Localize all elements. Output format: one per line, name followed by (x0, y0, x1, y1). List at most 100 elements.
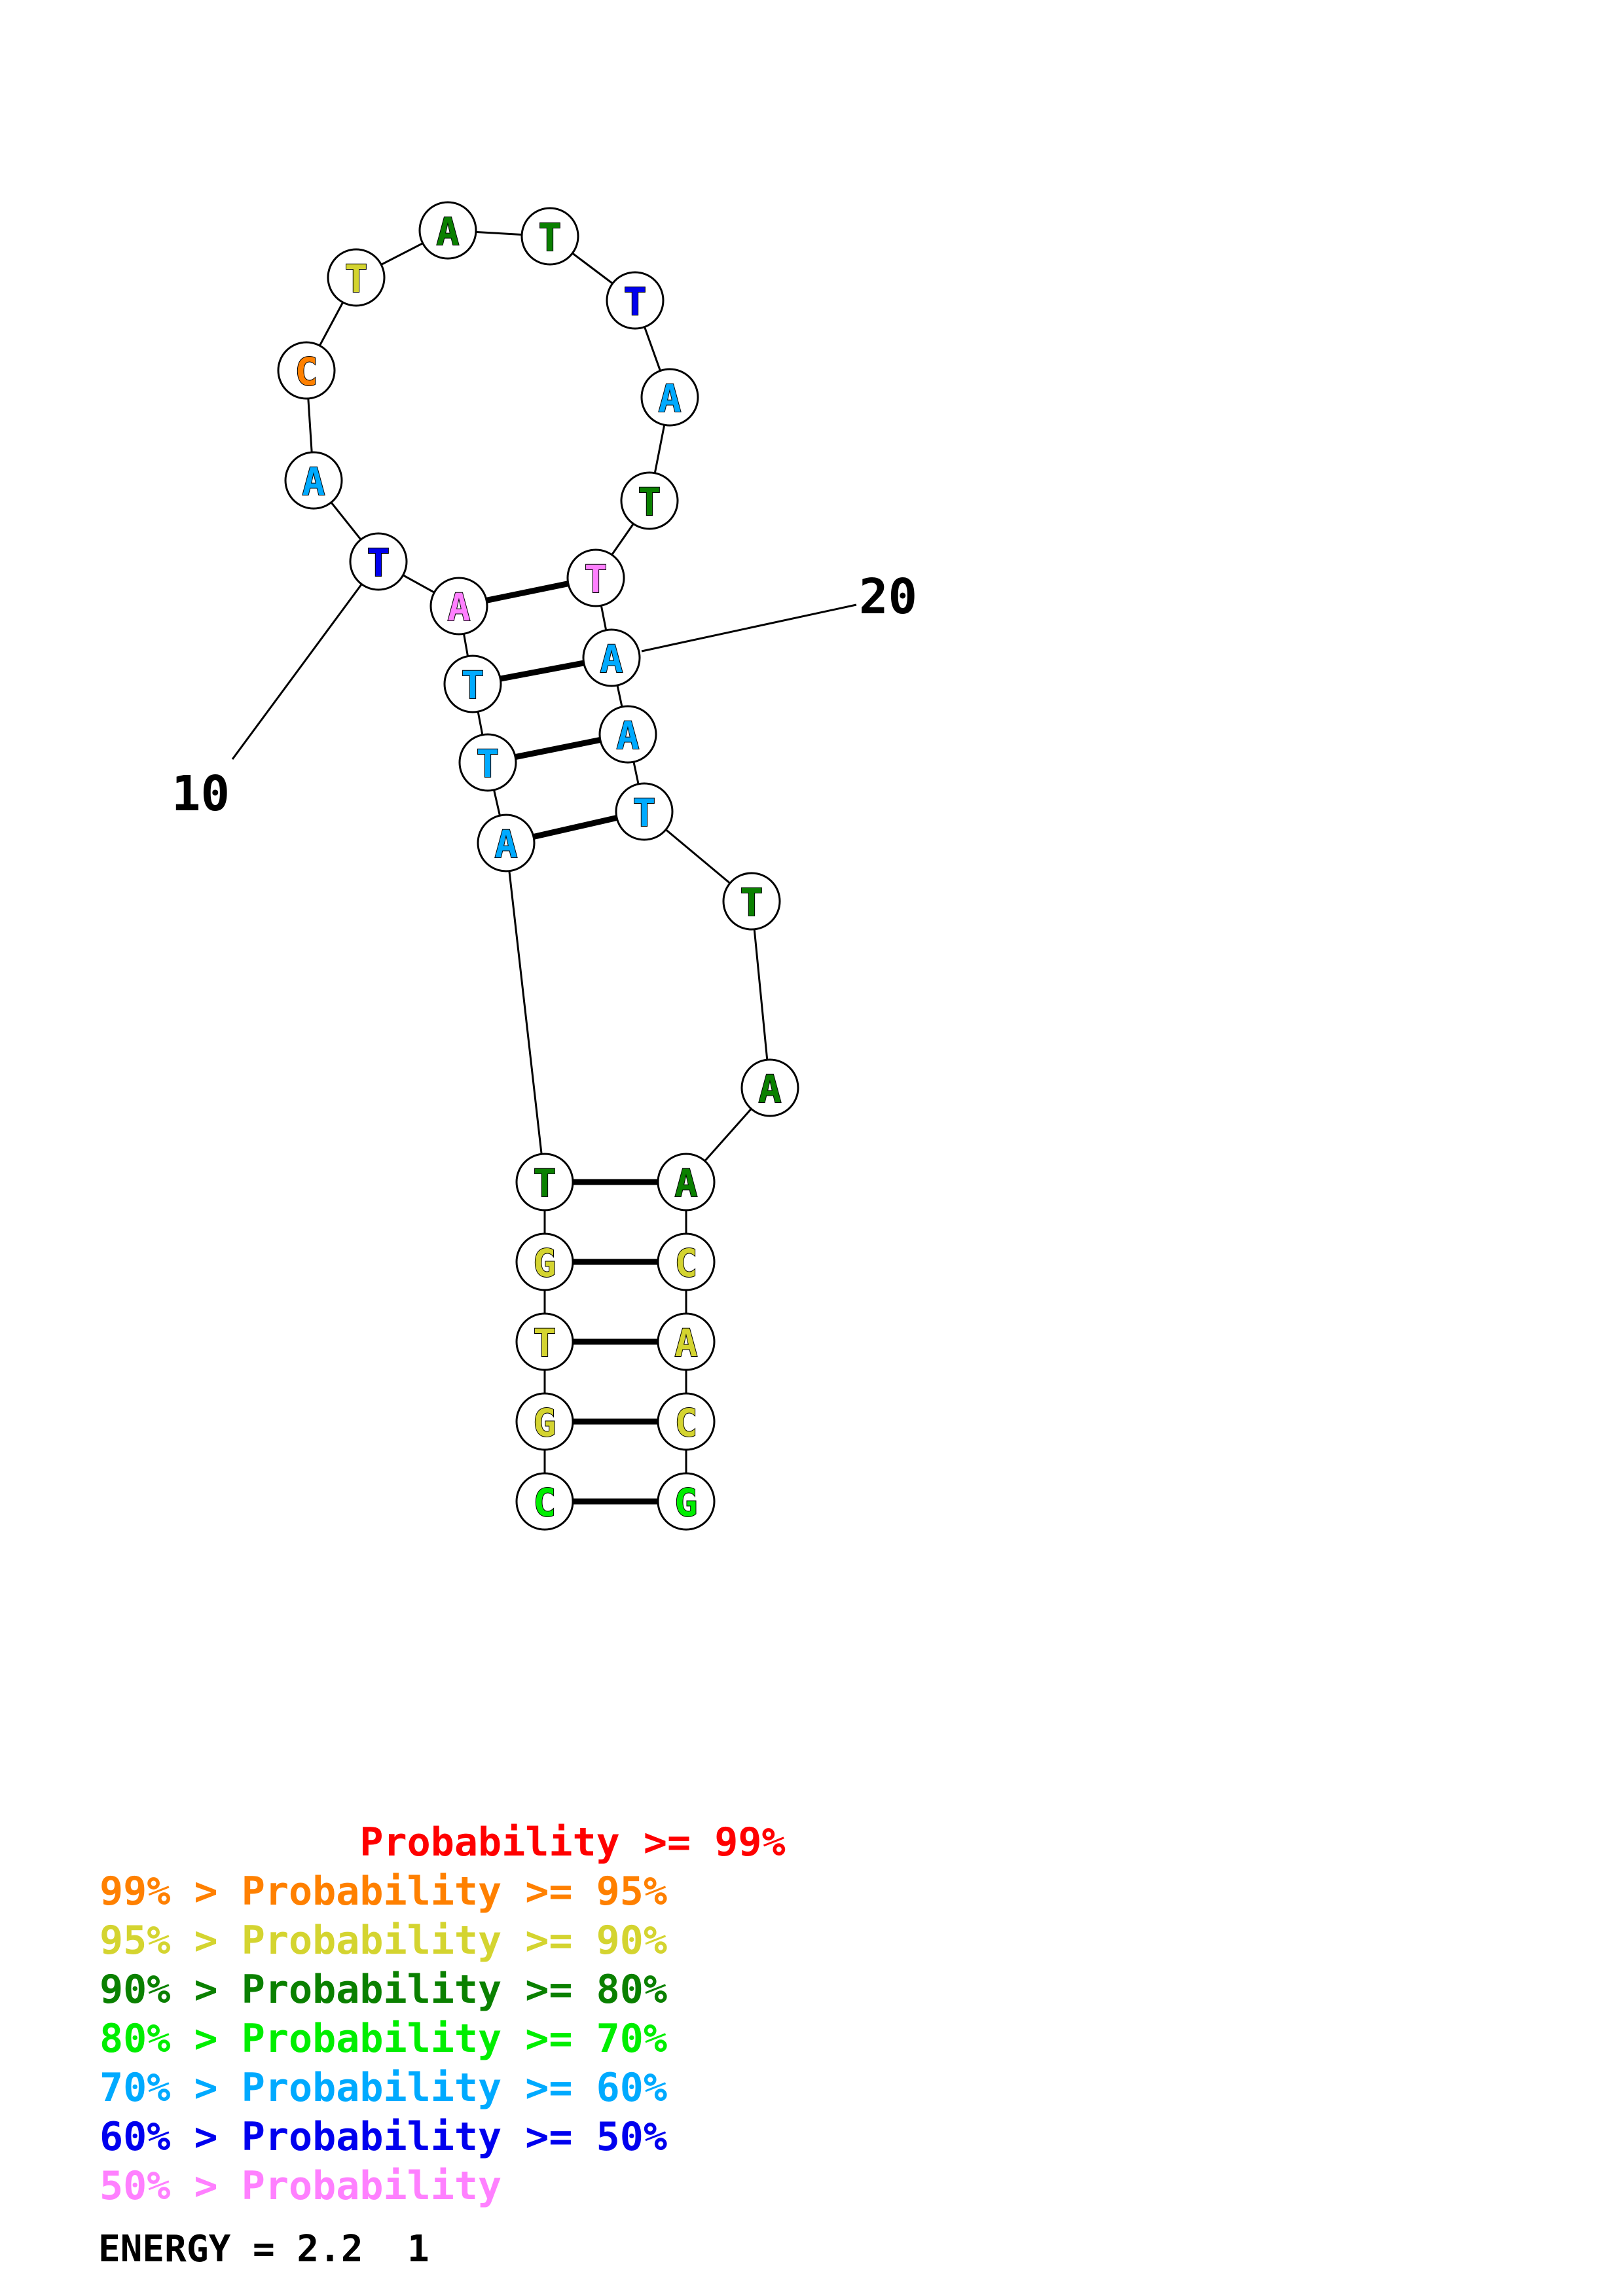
nucleotide-letter: A (617, 713, 640, 758)
nucleotide: A (598, 705, 657, 764)
position-marker-line (641, 603, 857, 653)
legend-line-p70: 80% > Probability >= 70% (100, 2016, 667, 2062)
nucleotide-circle (582, 628, 641, 687)
probability-legend: Probability >= 99% 99% > Probability >= … (100, 1820, 903, 2209)
legend-line-p80: 90% > Probability >= 80% (100, 1967, 667, 2013)
nucleotide-letter: G (675, 1480, 698, 1525)
nucleotide: C (657, 1232, 716, 1291)
nucleotide-letter: T (585, 557, 608, 601)
nucleotide-letter: T (534, 1161, 556, 1206)
nucleotide-circle (515, 1232, 574, 1291)
nucleotide-letter: A (659, 376, 682, 421)
nucleotide: T (515, 1153, 574, 1211)
nucleotide-circle (477, 814, 536, 872)
nucleotide-letter: T (740, 880, 763, 925)
nucleotide: A (657, 1312, 716, 1371)
nucleotide: G (515, 1392, 574, 1451)
nucleotide-letter: C (295, 350, 318, 394)
nucleotide-circle (520, 207, 579, 266)
position-label: 10 (172, 766, 230, 822)
nucleotide-circle (657, 1472, 716, 1531)
nucleotide-circle (722, 872, 781, 931)
nucleotide-circle (515, 1472, 574, 1531)
base-pair-bond (515, 737, 601, 760)
nucleotide-letter: G (534, 1401, 556, 1445)
nucleotide-letter: T (345, 257, 368, 301)
position-label-layer: 10 20 (172, 569, 917, 822)
nucleotide: A (657, 1153, 716, 1211)
nucleotide-circle (657, 1232, 716, 1291)
base-pair-bond (532, 815, 618, 840)
nucleotide-circle (657, 1153, 716, 1211)
nucleotide-letter: C (675, 1401, 698, 1445)
nucleotide-circle (606, 271, 665, 330)
nucleotide-letter: A (302, 459, 325, 504)
legend-line-plow: 50% > Probability (100, 2163, 501, 2209)
nucleotide-letter: T (539, 215, 562, 260)
position-label: 20 (859, 569, 917, 625)
nucleotide-circle (620, 471, 679, 530)
legend-line-p99: Probability >= 99% (100, 1820, 903, 1865)
legend-line-p60: 70% > Probability >= 60% (100, 2065, 667, 2111)
backbone-link (505, 842, 546, 1183)
nucleotide: T (458, 733, 517, 792)
energy-readout: ENERGY = 2.2 1 (98, 2228, 429, 2270)
nucleotide: A (418, 201, 477, 260)
nucleotide-circle (418, 201, 477, 260)
nucleotide: A (284, 451, 343, 510)
nucleotide: T (520, 207, 579, 266)
nucleotide-circle (277, 341, 336, 400)
backbone-layer (305, 229, 771, 1501)
legend-line-p90: 95% > Probability >= 90% (100, 1918, 667, 1964)
nucleotide-letter: T (534, 1321, 556, 1365)
nucleotide-circle (640, 368, 699, 427)
nucleotide-circle (657, 1392, 716, 1451)
nucleotide-circle (615, 782, 674, 841)
nucleotide-letter: A (495, 822, 518, 867)
nucleotide-circle (598, 705, 657, 764)
nucleotide: T (722, 872, 781, 931)
nucleotide: A (740, 1058, 799, 1117)
nucleotide-letter: T (477, 742, 500, 786)
nucleotide-letter: A (437, 209, 460, 254)
position-marker-line (231, 584, 363, 760)
nucleotide-letter: T (462, 663, 484, 708)
backbone-link (750, 901, 771, 1088)
nucleotide: C (657, 1392, 716, 1451)
nucleotide-circle (515, 1153, 574, 1211)
nucleotide-circle (429, 577, 488, 636)
nucleotide-circle (327, 248, 386, 307)
nucleotide-letter: T (624, 279, 647, 324)
nucleotide-letter: A (675, 1321, 698, 1365)
nucleotide-circle (515, 1312, 574, 1371)
nucleotide-letter: A (600, 637, 623, 681)
nucleotide-circle (458, 733, 517, 792)
nucleotide: T (443, 655, 502, 713)
nucleotide-letter: T (633, 791, 656, 835)
base-pair-bond (500, 660, 585, 682)
nucleotide-circle (443, 655, 502, 713)
nucleotide-letter: T (367, 541, 390, 585)
nucleotide-circle (284, 451, 343, 510)
nucleotide-letter: A (675, 1161, 698, 1206)
nucleotide: A (429, 577, 488, 636)
nucleotide: T (515, 1312, 574, 1371)
nucleotide-circle (515, 1392, 574, 1451)
nucleotide: C (515, 1472, 574, 1531)
legend-line-p95: 99% > Probability >= 95% (100, 1869, 667, 1914)
nucleotide: G (657, 1472, 716, 1531)
nucleotide: A (640, 368, 699, 427)
legend-line-p50: 60% > Probability >= 50% (100, 2114, 667, 2160)
nucleotide: C (277, 341, 336, 400)
nucleotide-letter: C (534, 1480, 556, 1525)
nucleotide-circle (740, 1058, 799, 1117)
base-pair-layer (486, 581, 658, 1505)
nucleotide-letter: A (759, 1067, 782, 1111)
nucleotide: T (620, 471, 679, 530)
nucleotide: T (327, 248, 386, 307)
nucleotide-letter: G (534, 1241, 556, 1285)
nucleotide: T (606, 271, 665, 330)
nucleotide-letter: C (675, 1241, 698, 1285)
